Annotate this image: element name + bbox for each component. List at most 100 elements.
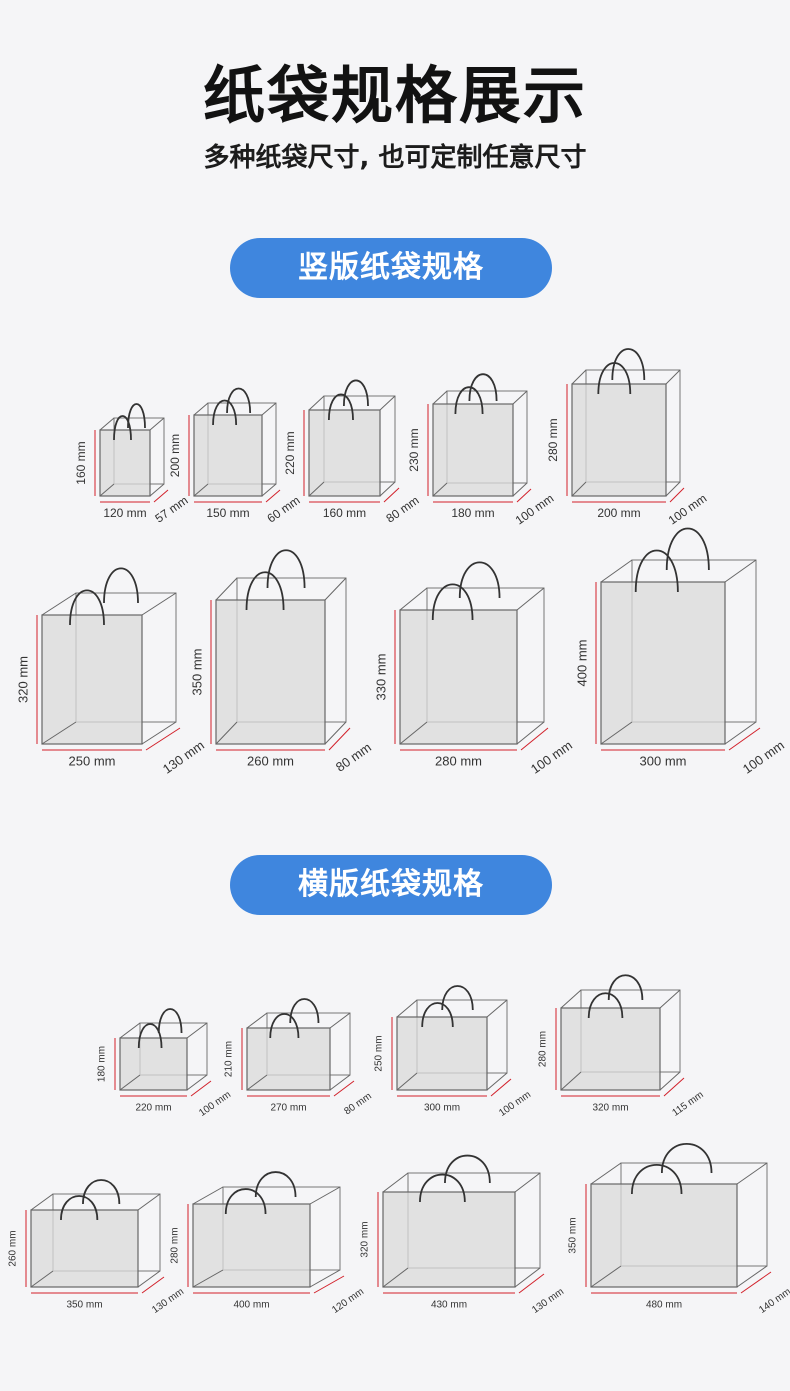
bag-front-s0-b2 [308, 409, 381, 497]
bag-edge-s1-b3-0 [560, 989, 582, 1009]
page-title: 纸袋规格展示 [202, 59, 587, 132]
bag-edge-s0-b0-2 [99, 483, 115, 497]
bag-handle-front-s1-b3 [587, 992, 624, 1019]
bag-handle-front-s0-b3 [454, 386, 484, 415]
width-label-s0-b0: 120 mm [103, 506, 146, 520]
depth-label-s0-b4: 100 mm [666, 491, 710, 527]
bag-edge-s1-b2-3 [486, 1072, 508, 1091]
depth-label-s1-b3: 115 mm [670, 1089, 705, 1118]
bag-edge-s0-b4-1 [665, 369, 681, 385]
height-label-s1-b2: 250 mm [374, 1035, 385, 1071]
depth-label-s1-b1: 80 mm [342, 1091, 373, 1118]
bag-edge-s1-b6-0 [382, 1172, 409, 1193]
depth-label-s0-b7: 100 mm [528, 738, 575, 777]
depth-dim-line-s0-b2 [383, 487, 400, 503]
bag-front-s1-b3 [560, 1007, 661, 1091]
bag-handle-front-s1-b4 [60, 1195, 99, 1221]
height-label-s0-b4: 280 mm [546, 418, 560, 461]
depth-dim-line-s0-b6 [328, 727, 351, 751]
bag-handle-back-s0-b1 [226, 387, 252, 414]
bag-edge-s0-b1-0 [193, 402, 209, 416]
height-label-s1-b5: 280 mm [170, 1227, 181, 1263]
bag-edge-s1-b5-3 [309, 1269, 341, 1288]
bag-edge-s0-b4-3 [665, 481, 681, 497]
bag-edge-s1-b1-1 [329, 1012, 351, 1029]
page-subtitle: 多种纸袋尺寸, 也可定制任意尺寸 [203, 143, 587, 173]
bag-front-s0-b6 [215, 599, 326, 745]
height-label-s1-b6: 320 mm [360, 1221, 371, 1257]
bag-edge-s0-b2-0 [308, 395, 325, 411]
bag-handle-back-s0-b6 [266, 549, 306, 589]
bag-handle-front-s0-b1 [212, 399, 238, 426]
bag-edge-s0-b1-1 [261, 402, 277, 416]
depth-label-s1-b2: 100 mm [497, 1089, 533, 1119]
depth-label-s1-b0: 100 mm [197, 1089, 233, 1119]
height-label-s0-b1: 200 mm [168, 434, 182, 477]
height-label-s1-b7: 350 mm [568, 1217, 579, 1253]
bag-edge-s0-b1-3 [261, 483, 277, 497]
bag-edge-s1-b5-1 [309, 1186, 341, 1205]
depth-dim-line-s1-b6 [518, 1273, 545, 1294]
bag-handle-back-s1-b6 [444, 1154, 491, 1184]
height-label-s0-b5: 320 mm [15, 656, 30, 703]
bag-edge-s1-b3-3 [659, 1071, 681, 1091]
bag-handle-front-s1-b0 [137, 1023, 163, 1049]
depth-label-s0-b2: 80 mm [383, 493, 421, 526]
bag-edge-s0-b3-2 [432, 482, 448, 497]
bag-edge-s1-b4-3 [137, 1270, 161, 1288]
bag-handle-back-s1-b2 [441, 985, 474, 1011]
depth-label-s0-b5: 130 mm [160, 738, 207, 777]
width-label-s0-b8: 300 mm [640, 753, 687, 768]
bag-handle-back-s1-b3 [607, 974, 644, 1001]
bag-edge-s0-b8-0 [600, 559, 633, 583]
section-pill-vertical: 竖版纸袋规格 [230, 238, 552, 298]
bag-edge-s0-b5-1 [141, 592, 177, 616]
bag-edge-s0-b0-0 [99, 417, 115, 431]
height-label-s1-b0: 180 mm [97, 1046, 108, 1082]
bag-edge-s1-b5-0 [192, 1186, 224, 1205]
bag-front-s0-b3 [432, 403, 514, 497]
height-label-s0-b7: 330 mm [373, 654, 388, 701]
bag-edge-s1-b4-0 [30, 1193, 54, 1211]
bag-edge-s1-b7-3 [736, 1265, 768, 1288]
bag-handle-back-s0-b3 [468, 373, 498, 402]
depth-dim-line-s0-b1 [265, 489, 281, 503]
bag-edge-s1-b4-1 [137, 1193, 161, 1211]
width-label-s0-b3: 180 mm [451, 506, 494, 520]
width-label-s0-b5: 250 mm [69, 753, 116, 768]
depth-dim-line-s1-b4 [141, 1276, 165, 1294]
depth-dim-line-s1-b7 [740, 1271, 772, 1294]
bag-handle-back-s0-b5 [103, 567, 139, 604]
bag-edge-s0-b8-3 [724, 721, 757, 745]
height-label-s0-b0: 160 mm [74, 441, 88, 484]
depth-dim-line-s1-b5 [313, 1275, 345, 1294]
depth-label-s1-b6: 130 mm [530, 1286, 566, 1316]
bag-edge-s1-b1-3 [329, 1074, 351, 1091]
bag-front-s1-b7 [590, 1183, 738, 1288]
bag-edge-s1-b7-1 [736, 1162, 768, 1185]
height-label-s1-b4: 260 mm [8, 1230, 19, 1266]
bag-handle-front-s0-b0 [113, 415, 132, 441]
bag-front-s0-b7 [399, 609, 518, 745]
depth-dim-line-s1-b0 [190, 1080, 212, 1097]
bag-handle-back-s1-b1 [289, 998, 320, 1024]
bag-edge-s0-b0-1 [149, 417, 165, 431]
bag-edge-s0-b7-2 [399, 721, 428, 745]
depth-label-s1-b4: 130 mm [150, 1286, 186, 1316]
depth-dim-line-s0-b3 [516, 488, 532, 503]
depth-label-s0-b6: 80 mm [333, 740, 374, 775]
depth-label-s0-b3: 100 mm [513, 491, 557, 527]
depth-label-s1-b5: 120 mm [330, 1286, 366, 1316]
width-label-s0-b4: 200 mm [597, 506, 640, 520]
bag-front-s0-b1 [193, 414, 263, 497]
bag-handle-front-s1-b5 [224, 1188, 267, 1215]
bag-edge-s0-b5-2 [41, 721, 77, 745]
bag-edge-s1-b3-1 [659, 989, 681, 1009]
bag-edge-s1-b7-2 [590, 1265, 622, 1288]
bag-edge-s1-b0-2 [119, 1074, 141, 1091]
bag-edge-s0-b7-1 [516, 587, 545, 611]
depth-label-s1-b7: 140 mm [757, 1286, 790, 1316]
bag-handle-front-s0-b7 [431, 583, 474, 621]
bag-handle-front-s1-b6 [419, 1173, 466, 1203]
